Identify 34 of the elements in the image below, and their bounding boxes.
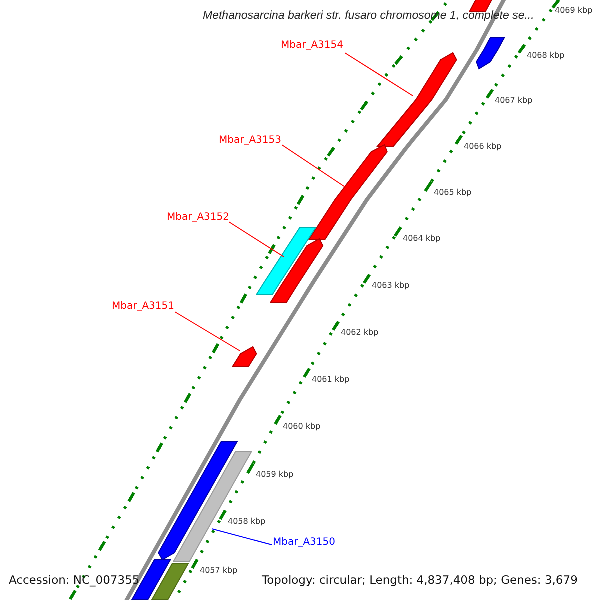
accession-text: Accession: NC_007355 [9, 574, 140, 588]
gene-feature [376, 52, 458, 148]
leader-line [212, 528, 272, 546]
gene-feature [152, 564, 190, 600]
tick-label: 4063 kbp [372, 281, 410, 290]
gene-feature [232, 346, 258, 368]
leader-line [344, 52, 414, 96]
gene-label: Mbar_A3153 [219, 135, 282, 146]
gene-feature [172, 452, 252, 562]
tick-label: 4059 kbp [256, 470, 294, 480]
gene-label: Mbar_A3151 [112, 301, 175, 312]
tick-label: 4064 kbp [403, 234, 441, 244]
tick-label: 4068 kbp [527, 51, 565, 60]
gene-feature [270, 238, 324, 304]
tick-label: 4057 kbp [200, 566, 238, 576]
topology-text: Topology: circular; Length: 4,837,408 bp; Genes: 3,679 [262, 574, 578, 588]
gene-label: Mbar_A3154 [281, 40, 344, 52]
gene-feature [476, 38, 506, 70]
gene-label: Mbar_A3152 [167, 212, 230, 224]
tick-label: 4066 kbp [464, 142, 502, 152]
leader-line [174, 312, 240, 352]
tick-label: 4069 kbp [555, 6, 593, 16]
tick-label: 4062 kbp [341, 328, 379, 338]
tick-label: 4065 kbp [434, 188, 472, 198]
gene-label: Mbar_A3150 [273, 537, 336, 548]
gene-feature [308, 144, 388, 240]
tick-label: 4067 kbp [495, 96, 533, 106]
gene-feature [469, 0, 493, 12]
gene-feature [256, 228, 317, 296]
tick-label: 4060 kbp [283, 422, 321, 432]
tick-label: 4058 kbp [228, 517, 266, 526]
tick-label: 4061 kbp [312, 375, 350, 384]
leader-line [282, 144, 346, 188]
leader-line [228, 222, 284, 258]
